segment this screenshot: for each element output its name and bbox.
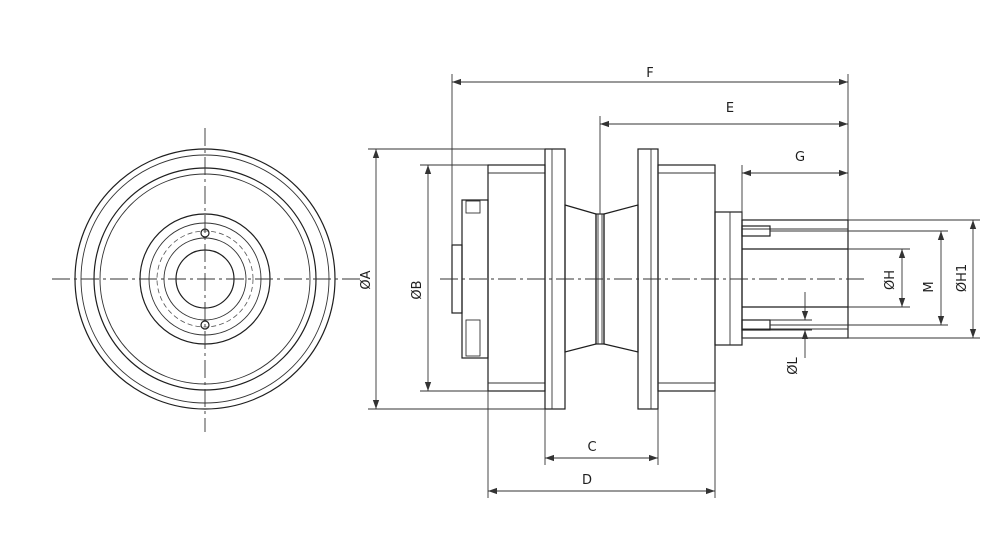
- label-D: D: [582, 473, 592, 488]
- label-A: ØA: [359, 270, 374, 289]
- label-G: G: [795, 150, 805, 165]
- label-B: ØB: [410, 280, 425, 299]
- label-L: ØL: [786, 357, 801, 375]
- label-E: E: [726, 101, 734, 116]
- front-view: [52, 128, 360, 432]
- label-C: C: [587, 440, 596, 455]
- dimensions: [368, 74, 980, 498]
- bolt-hole-bottom: [200, 320, 210, 330]
- label-H1: ØH1: [955, 264, 970, 292]
- side-view: [440, 148, 868, 410]
- label-M: M: [922, 281, 937, 292]
- label-F: F: [646, 66, 653, 81]
- label-H: ØH: [883, 270, 898, 290]
- dimension-labels: F E G ØA ØB C D ØH M ØH1 ØL: [359, 66, 970, 488]
